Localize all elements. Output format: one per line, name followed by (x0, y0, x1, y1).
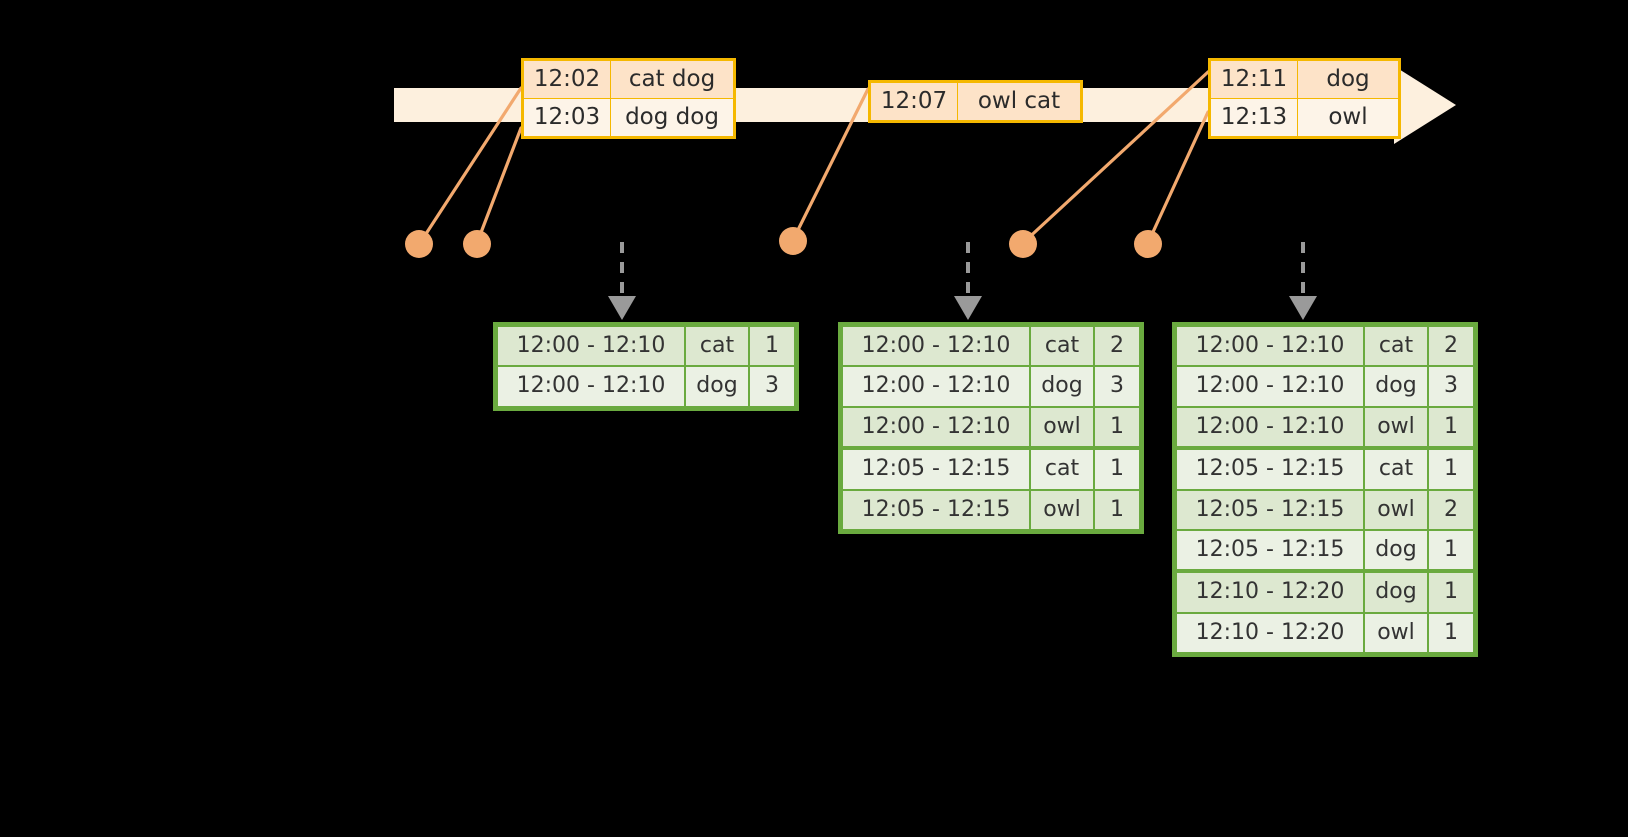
result-window: 12:00 - 12:10 (1177, 327, 1363, 366)
connector-3 (791, 87, 870, 242)
result-key: cat (686, 327, 748, 366)
event-time: 12:02 (522, 59, 611, 99)
result-window: 12:05 - 12:15 (1177, 490, 1363, 529)
result-window: 12:05 - 12:15 (843, 450, 1029, 489)
result-window: 12:00 - 12:10 (843, 407, 1029, 449)
event-payload: owl cat (957, 81, 1082, 122)
result-arrowheads (608, 296, 1317, 320)
event-payload: dog dog (610, 97, 735, 138)
connector-2 (475, 126, 523, 245)
result-key: owl (1031, 490, 1093, 529)
result-count: 1 (1429, 530, 1473, 572)
result-key: dog (1031, 367, 1093, 406)
result-key: cat (1365, 327, 1427, 366)
result-window: 12:10 - 12:20 (1177, 613, 1363, 653)
event-row: 12:11 dog (1209, 59, 1400, 99)
event-dot-2 (463, 230, 491, 258)
event-row: 12:07 owl cat (869, 81, 1082, 122)
result-window: 12:05 - 12:15 (843, 490, 1029, 529)
result-count: 3 (750, 367, 794, 406)
event-payload: dog (1297, 59, 1400, 99)
event-payload: owl (1297, 97, 1400, 138)
event-group-1: 12:02 cat dog 12:03 dog dog (521, 58, 736, 139)
result-arrowhead-2 (954, 296, 982, 320)
result-count: 2 (1429, 490, 1473, 529)
event-dot-1 (405, 230, 433, 258)
result-count: 1 (1095, 490, 1139, 529)
table-row: 12:05 - 12:15 cat 1 (1177, 450, 1473, 489)
event-time: 12:07 (869, 81, 958, 122)
table-row: 12:10 - 12:20 dog 1 (1177, 573, 1473, 612)
table-row: 12:00 - 12:10 cat 2 (843, 327, 1139, 366)
result-count: 1 (1429, 573, 1473, 612)
result-arrowhead-1 (608, 296, 636, 320)
event-dot-5 (1134, 230, 1162, 258)
result-key: dog (1365, 367, 1427, 406)
table-row: 12:00 - 12:10 dog 3 (498, 367, 794, 406)
table-row: 12:00 - 12:10 dog 3 (1177, 367, 1473, 406)
result-window: 12:05 - 12:15 (1177, 530, 1363, 572)
result-count: 1 (750, 327, 794, 366)
result-key: cat (1031, 327, 1093, 366)
result-table-2: 12:00 - 12:10 cat 2 12:00 - 12:10 dog 3 … (838, 322, 1144, 534)
result-count: 2 (1429, 327, 1473, 366)
result-key: owl (1031, 407, 1093, 449)
table-row: 12:00 - 12:10 owl 1 (1177, 407, 1473, 449)
result-arrows (620, 242, 1305, 300)
result-table-1: 12:00 - 12:10 cat 1 12:00 - 12:10 dog 3 (493, 322, 799, 411)
table-row: 12:00 - 12:10 cat 1 (498, 327, 794, 366)
result-window: 12:00 - 12:10 (498, 327, 684, 366)
result-key: owl (1365, 490, 1427, 529)
connector-1 (418, 86, 523, 245)
result-key: owl (1365, 613, 1427, 653)
result-window: 12:00 - 12:10 (1177, 367, 1363, 406)
result-count: 1 (1429, 450, 1473, 489)
table-row: 12:05 - 12:15 owl 2 (1177, 490, 1473, 529)
result-window: 12:00 - 12:10 (1177, 407, 1363, 449)
result-count: 1 (1095, 407, 1139, 449)
connector-4 (1021, 70, 1210, 245)
event-row: 12:13 owl (1209, 97, 1400, 138)
table-row: 12:00 - 12:10 owl 1 (843, 407, 1139, 449)
result-key: dog (1365, 530, 1427, 572)
table-row: 12:10 - 12:20 owl 1 (1177, 613, 1473, 653)
connector-5 (1146, 110, 1210, 245)
event-dot-3 (779, 227, 807, 255)
event-time: 12:11 (1209, 59, 1298, 99)
result-key: owl (1365, 407, 1427, 449)
event-row: 12:02 cat dog (522, 59, 735, 99)
event-time: 12:13 (1209, 97, 1298, 138)
result-count: 1 (1429, 613, 1473, 653)
event-time: 12:03 (522, 97, 611, 138)
table-row: 12:00 - 12:10 cat 2 (1177, 327, 1473, 366)
result-table-3: 12:00 - 12:10 cat 2 12:00 - 12:10 dog 3 … (1172, 322, 1478, 658)
event-group-3: 12:11 dog 12:13 owl (1208, 58, 1401, 139)
table-row: 12:00 - 12:10 dog 3 (843, 367, 1139, 406)
result-count: 3 (1429, 367, 1473, 406)
event-payload: cat dog (610, 59, 735, 99)
result-window: 12:10 - 12:20 (1177, 573, 1363, 612)
event-dot-4 (1009, 230, 1037, 258)
result-key: cat (1031, 450, 1093, 489)
result-count: 2 (1095, 327, 1139, 366)
result-key: dog (686, 367, 748, 406)
result-count: 1 (1429, 407, 1473, 449)
event-connectors (418, 70, 1210, 245)
table-row: 12:05 - 12:15 owl 1 (843, 490, 1139, 529)
result-count: 1 (1095, 450, 1139, 489)
event-row: 12:03 dog dog (522, 97, 735, 138)
event-group-2: 12:07 owl cat (868, 80, 1083, 123)
result-count: 3 (1095, 367, 1139, 406)
result-key: cat (1365, 450, 1427, 489)
result-arrowhead-3 (1289, 296, 1317, 320)
result-window: 12:00 - 12:10 (498, 367, 684, 406)
result-window: 12:00 - 12:10 (843, 327, 1029, 366)
result-key: dog (1365, 573, 1427, 612)
table-row: 12:05 - 12:15 dog 1 (1177, 530, 1473, 572)
result-window: 12:00 - 12:10 (843, 367, 1029, 406)
result-window: 12:05 - 12:15 (1177, 450, 1363, 489)
table-row: 12:05 - 12:15 cat 1 (843, 450, 1139, 489)
event-dots (405, 227, 1162, 258)
